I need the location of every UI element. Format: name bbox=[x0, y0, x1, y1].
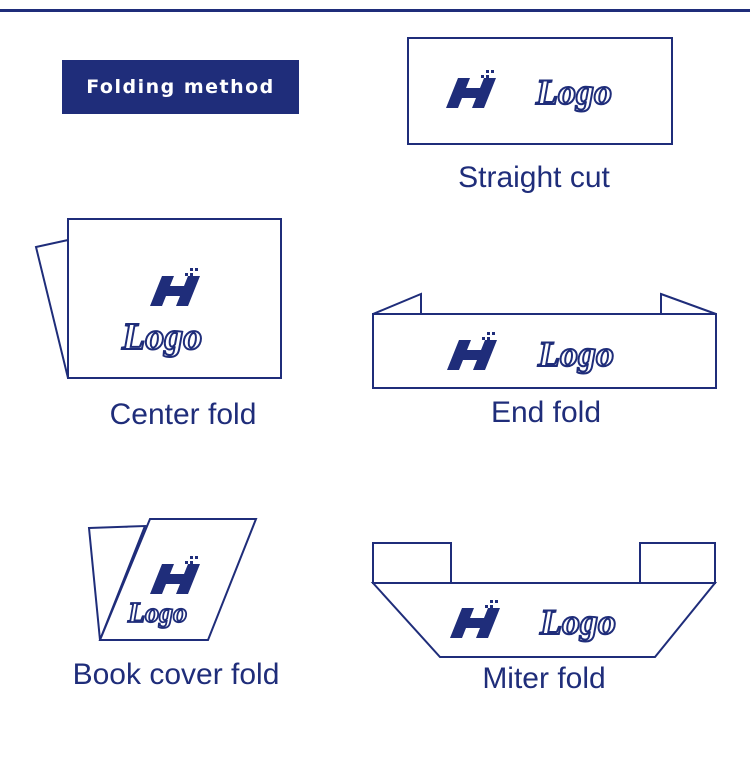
book-cover-fold-caption: Book cover fold bbox=[72, 658, 280, 691]
book-cover-fold-logo-word: Logo bbox=[127, 598, 187, 629]
center-fold-label: Logo bbox=[34, 218, 282, 379]
straight-cut-logo-word: Logo bbox=[535, 72, 612, 112]
page-title: Folding method bbox=[62, 60, 299, 114]
end-fold-label: Logo bbox=[372, 292, 717, 389]
top-rule bbox=[0, 9, 750, 12]
book-cover-fold-label: Logo bbox=[87, 518, 258, 641]
miter-fold-caption: Miter fold bbox=[482, 662, 606, 695]
straight-cut-label: Logo bbox=[407, 37, 673, 145]
end-fold-logo-word: Logo bbox=[537, 334, 614, 374]
center-fold-logo-word: Logo bbox=[121, 316, 202, 358]
end-fold-caption: End fold bbox=[490, 396, 602, 429]
center-fold-caption: Center fold bbox=[109, 398, 257, 431]
straight-cut-caption: Straight cut bbox=[458, 161, 610, 194]
miter-fold-label: Logo bbox=[370, 542, 718, 658]
miter-fold-logo-word: Logo bbox=[539, 602, 616, 642]
